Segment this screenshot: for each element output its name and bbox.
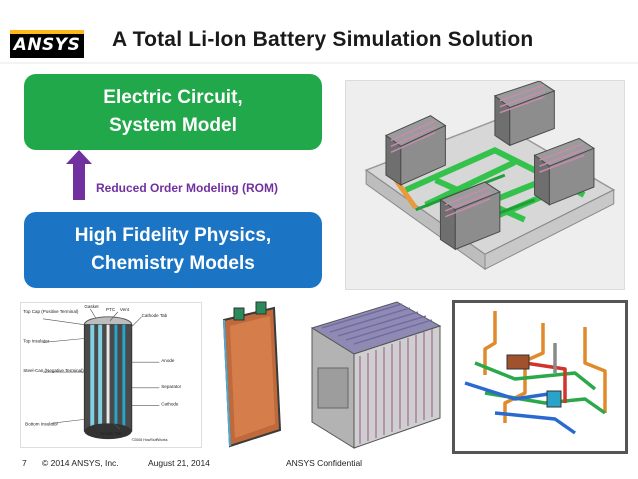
cell-label-bottom-insulator: Bottom Insulator bbox=[25, 421, 58, 426]
electric-circuit-line1: Electric Circuit, bbox=[103, 87, 243, 108]
battery-pack-image bbox=[345, 80, 625, 290]
slide-number: 7 bbox=[22, 458, 27, 468]
battery-module-image bbox=[310, 301, 442, 449]
cylindrical-cell-diagram: Top Cap (Positive Terminal) Gasket PTC V… bbox=[20, 302, 202, 448]
cell-label-top-insulator: Top Insulator bbox=[23, 338, 49, 343]
high-fidelity-box: High Fidelity Physics, Chemistry Models bbox=[24, 212, 322, 288]
ansys-logo: ANSYS bbox=[10, 30, 84, 58]
cell-label-cathode-tab: Cathode Tab bbox=[142, 313, 168, 318]
pouch-cell-image bbox=[222, 301, 282, 448]
electric-circuit-line2: System Model bbox=[109, 115, 237, 136]
logo-accent-bar bbox=[10, 30, 84, 34]
cell-label-cathode: Cathode bbox=[161, 402, 179, 407]
cell-label-separator: Separator bbox=[161, 384, 181, 389]
cell-label-ptc: PTC bbox=[106, 307, 116, 312]
rom-label: Reduced Order Modeling (ROM) bbox=[96, 181, 279, 195]
cell-label-credit: ©2008 HowStuffWorks bbox=[132, 438, 168, 442]
footer-confidential: ANSYS Confidential bbox=[286, 458, 363, 468]
high-fidelity-line2: Chemistry Models bbox=[91, 253, 255, 274]
cell-label-vent: Vent bbox=[120, 307, 130, 312]
high-fidelity-line1: High Fidelity Physics, bbox=[74, 225, 272, 246]
slide-header: ANSYS A Total Li-Ion Battery Simulation … bbox=[0, 0, 638, 62]
cooling-network-image bbox=[452, 300, 628, 454]
cell-label-anode-tab: Anode Tab bbox=[100, 431, 122, 436]
header-divider bbox=[0, 62, 638, 64]
cell-label-anode: Anode bbox=[161, 358, 175, 363]
logo-text: ANSYS bbox=[13, 35, 81, 55]
electric-circuit-box: Electric Circuit, System Model bbox=[24, 74, 322, 150]
slide-title: A Total Li-Ion Battery Simulation Soluti… bbox=[112, 28, 534, 51]
cell-label-gasket: Gasket bbox=[84, 304, 99, 309]
footer-copyright: © 2014 ANSYS, Inc. bbox=[42, 458, 119, 468]
footer-date: August 21, 2014 bbox=[148, 458, 210, 468]
cell-label-steel-can: Steel-Can (Negative Terminal) bbox=[23, 368, 84, 373]
cell-label-top-cap: Top Cap (Positive Terminal) bbox=[23, 309, 79, 314]
up-arrow-icon bbox=[66, 150, 92, 200]
